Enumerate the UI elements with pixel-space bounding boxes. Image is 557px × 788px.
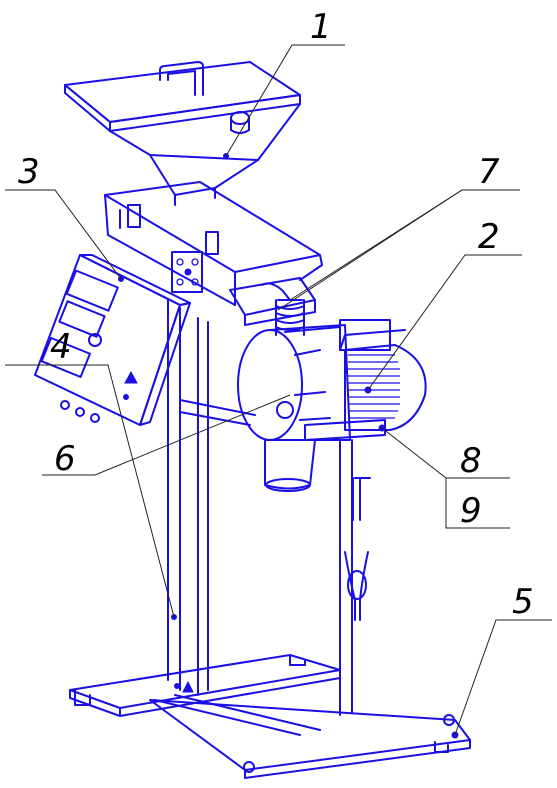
callout-9: 9 bbox=[460, 491, 482, 531]
callout-4: 4 bbox=[50, 327, 72, 367]
motor-stripes bbox=[348, 354, 400, 419]
callout-6: 6 bbox=[54, 439, 76, 479]
frame-stand bbox=[69, 299, 471, 779]
mill-motor bbox=[237, 319, 427, 492]
hopper bbox=[64, 61, 301, 206]
callout-1: 1 bbox=[310, 7, 332, 47]
callout-leaders bbox=[5, 44, 552, 736]
callout-5: 5 bbox=[512, 582, 534, 622]
callout-2: 2 bbox=[478, 217, 500, 257]
callout-8: 8 bbox=[460, 441, 482, 481]
callout-labels: 1 2 3 4 5 6 7 8 9 bbox=[18, 7, 534, 622]
feed-housing bbox=[104, 181, 323, 326]
callout-7: 7 bbox=[478, 152, 500, 192]
callout-3: 3 bbox=[18, 152, 40, 192]
